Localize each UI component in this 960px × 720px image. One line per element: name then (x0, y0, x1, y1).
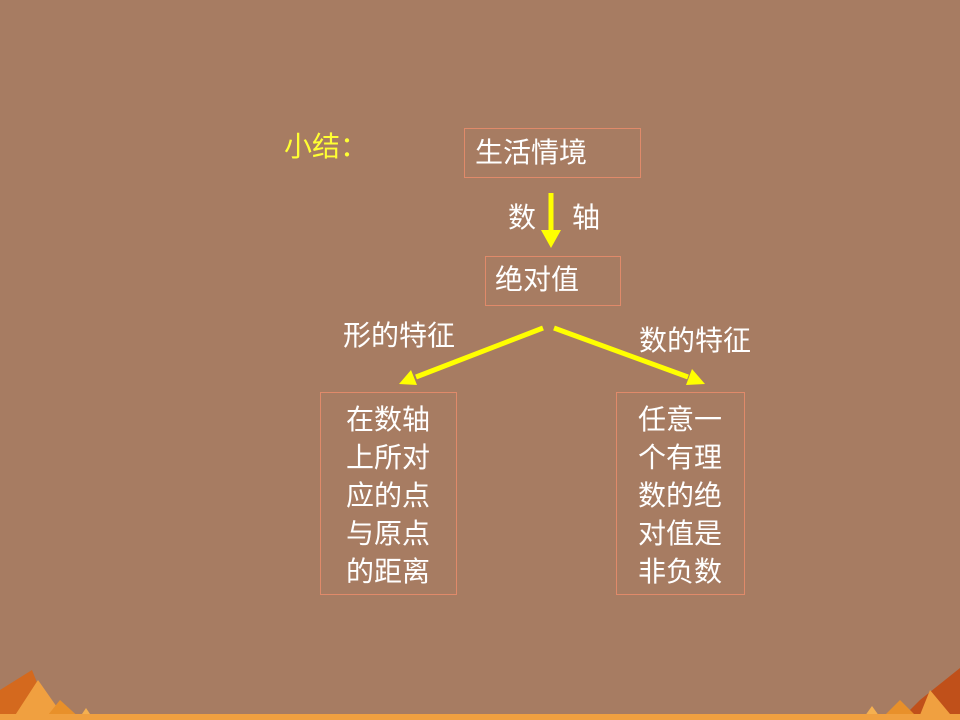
corner-decoration-right (862, 668, 960, 720)
box-life-situation (464, 128, 641, 178)
edge-label-number-feature: 数的特征 (639, 324, 752, 357)
right-line-5: 非负数 (637, 555, 722, 588)
corner-decoration-left (0, 670, 94, 720)
bottom-stripe (0, 714, 960, 720)
node-geometric-meaning: 在数轴 上所对 应的点 与原点 的距离 (332, 401, 444, 591)
node-life-situation: 生活情境 (475, 136, 588, 169)
left-line-4: 与原点 (345, 517, 430, 550)
right-line-1: 任意一 (637, 403, 722, 436)
arrow-down (541, 193, 561, 248)
box-absolute-value (485, 256, 621, 306)
left-line-2: 上所对 (345, 441, 430, 474)
right-line-2: 个有理 (637, 441, 722, 474)
left-line-1: 在数轴 (345, 403, 430, 436)
edge-label-zhou: 轴 (572, 201, 601, 234)
summary-label: 小结： (284, 130, 369, 163)
left-line-5: 的距离 (345, 555, 430, 588)
box-geometric-meaning (320, 392, 457, 595)
arrow-left-branch (399, 325, 544, 385)
right-line-3: 数的绝 (637, 479, 722, 512)
node-absolute-value: 绝对值 (495, 263, 580, 296)
node-numeric-meaning: 任意一 个有理 数的绝 对值是 非负数 (624, 401, 736, 591)
arrow-right-branch (553, 325, 705, 385)
edge-label-shu: 数 (508, 201, 537, 234)
left-line-3: 应的点 (345, 479, 430, 512)
box-numeric-meaning (616, 392, 745, 595)
right-line-4: 对值是 (637, 517, 722, 550)
edge-label-shape-feature: 形的特征 (343, 319, 456, 352)
